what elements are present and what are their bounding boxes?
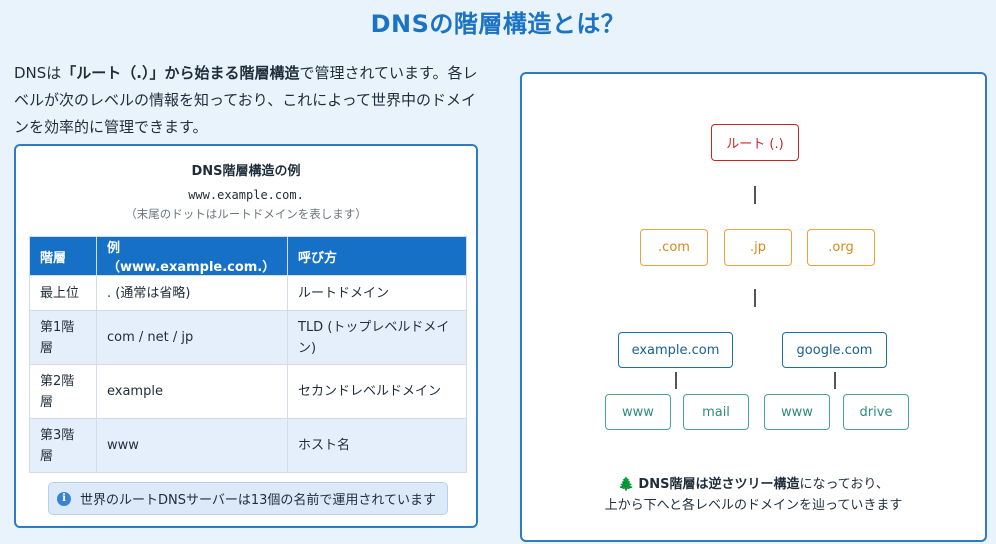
connector-line xyxy=(675,372,677,389)
table-cell: 第2階層 xyxy=(29,364,97,419)
table-row: 最上位 . (通常は省略) ルートドメイン xyxy=(29,275,467,311)
example-note: （末尾のドットはルートドメインを表します） xyxy=(125,207,367,221)
tree-caption-line-2: 上から下へと各レベルのドメインを辿っていきます xyxy=(604,498,903,513)
table-cell: example xyxy=(96,364,288,419)
example-card: DNS階層構造の例 www.example.com. （末尾のドットはルートドメ… xyxy=(14,144,478,528)
table-header: 例（www.example.com.） xyxy=(96,236,288,276)
tree-icon: 🌲 xyxy=(618,477,635,492)
table-cell: 最上位 xyxy=(29,275,97,311)
table-cell: 第3階層 xyxy=(29,418,97,473)
info-text: 世界のルートDNSサーバーは13個の名前で運用されています xyxy=(80,493,437,508)
table-row: 第3階層 www ホスト名 xyxy=(29,418,467,473)
table-cell: ホスト名 xyxy=(287,418,467,473)
connector-line xyxy=(754,186,756,204)
tree-node-host: drive xyxy=(843,394,909,430)
table-cell: ルートドメイン xyxy=(287,275,467,311)
caption-emphasis: DNS階層は逆さツリー構造 xyxy=(638,477,800,492)
tree-node-host: www xyxy=(605,394,671,430)
example-domain: www.example.com. xyxy=(188,188,304,202)
table-header: 呼び方 xyxy=(287,236,467,276)
tree-node-host: mail xyxy=(683,394,749,430)
example-title: DNS階層構造の例 xyxy=(191,164,301,179)
intro-text: DNSは「ルート（.）」から始まる階層構造で管理されています。各レベルが次のレベ… xyxy=(14,60,484,141)
table-cell: 第1階層 xyxy=(29,310,97,365)
tree-node-sld: example.com xyxy=(618,332,733,368)
table-cell: セカンドレベルドメイン xyxy=(287,364,467,419)
tree-node-tld: .com xyxy=(640,229,708,266)
caption-rest: になっており、 xyxy=(799,477,889,492)
table-header-row: 階層 例（www.example.com.） 呼び方 xyxy=(29,236,467,276)
table-cell: com / net / jp xyxy=(96,310,288,365)
table-row: 第2階層 example セカンドレベルドメイン xyxy=(29,364,467,419)
table-cell: TLD (トップレベルドメイン) xyxy=(287,310,467,365)
tree-node-tld: .jp xyxy=(724,229,792,266)
table-row: 第1階層 com / net / jp TLD (トップレベルドメイン) xyxy=(29,310,467,365)
info-icon: i xyxy=(57,491,71,506)
info-note: i 世界のルートDNSサーバーは13個の名前で運用されています xyxy=(48,482,448,515)
hierarchy-table: 階層 例（www.example.com.） 呼び方 最上位 . (通常は省略)… xyxy=(29,236,467,473)
tree-node-sld: google.com xyxy=(782,332,887,368)
tree-node-root: ルート (.) xyxy=(711,124,799,161)
tree-caption-line-1: 🌲 DNS階層は逆さツリー構造になっており、 xyxy=(522,474,985,495)
table-header: 階層 xyxy=(29,236,97,276)
tree-diagram-card: ルート (.) .com .jp .org example.com google… xyxy=(520,72,987,542)
intro-emphasis: 「ルート（.）」から始まる階層構造 xyxy=(61,64,300,82)
connector-line xyxy=(754,289,756,307)
table-cell: www xyxy=(96,418,288,473)
table-cell: . (通常は省略) xyxy=(96,275,288,311)
intro-part-3: で管理されています。各レベルが次のレベルの情報を知っており、これによって世界中の… xyxy=(14,64,478,136)
page-title: DNSの階層構造とは？ xyxy=(370,10,626,38)
intro-part-1: DNSは xyxy=(14,64,62,82)
connector-line xyxy=(834,372,836,389)
tree-node-tld: .org xyxy=(807,229,875,266)
tree-node-host: www xyxy=(764,394,830,430)
